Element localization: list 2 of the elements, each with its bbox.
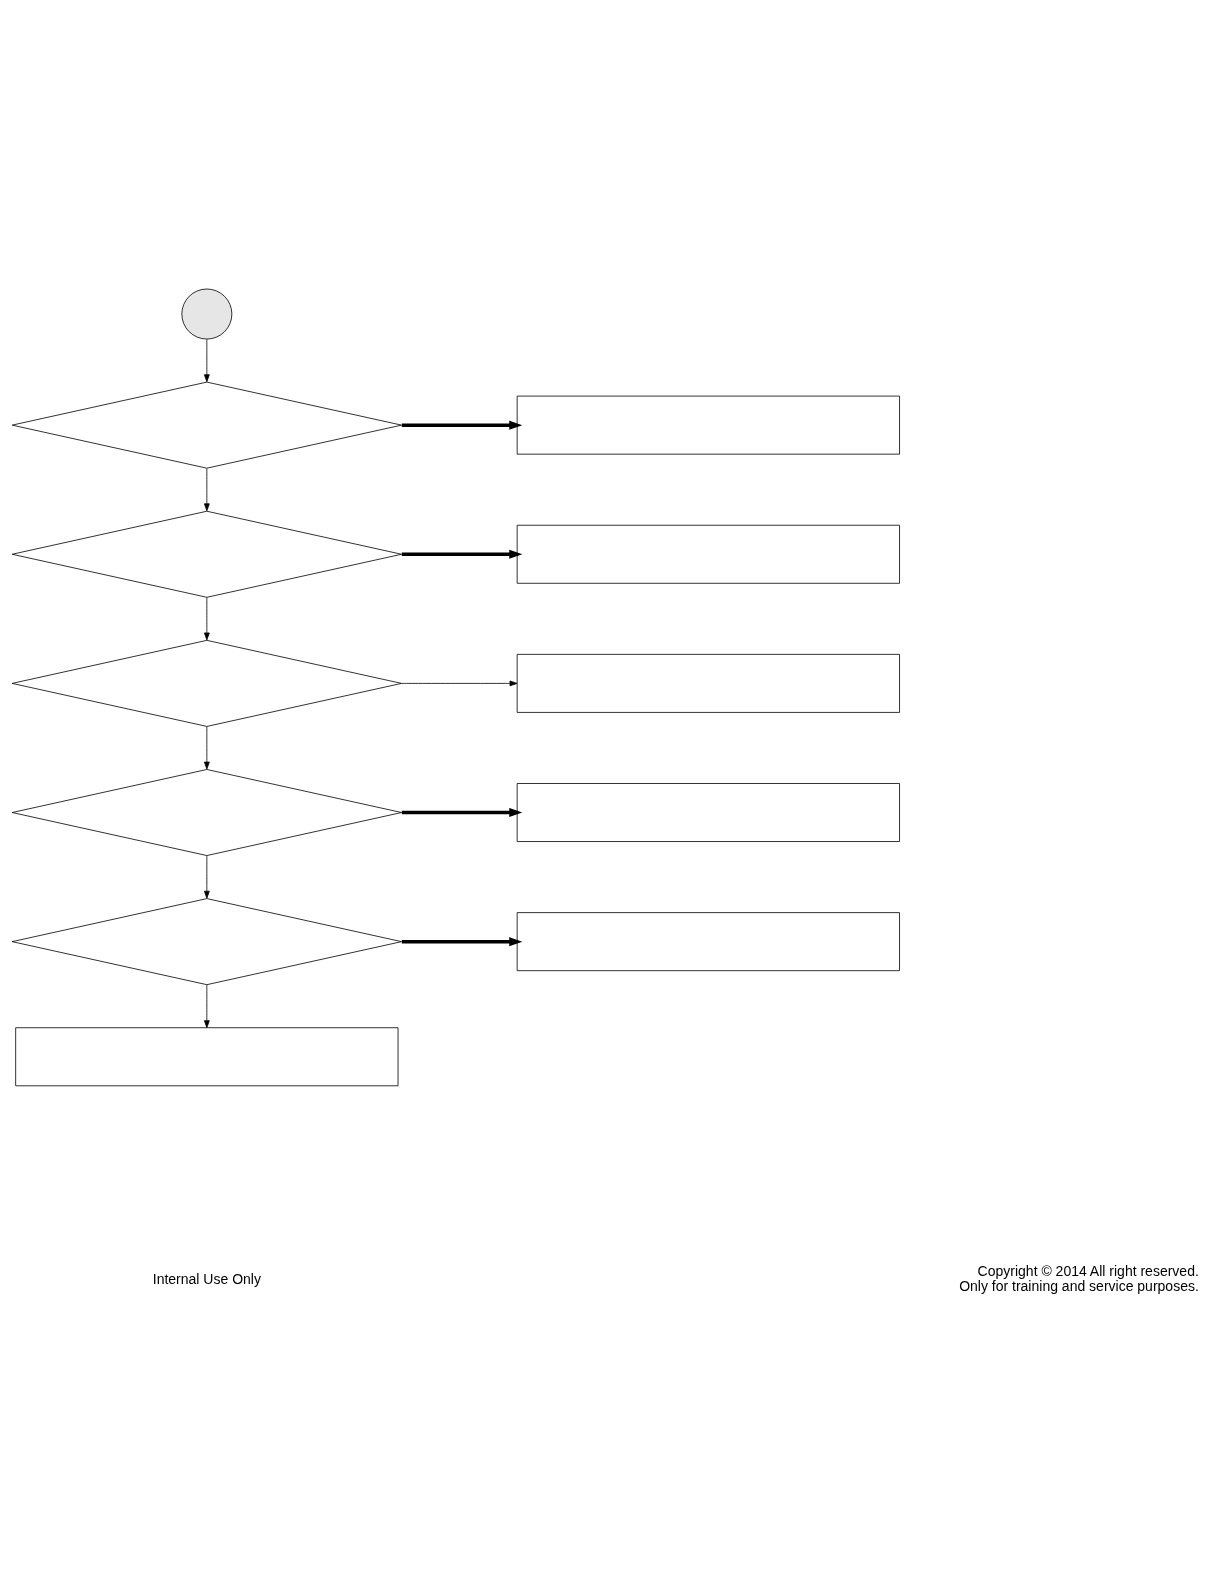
label: Copyright © 2014 All right reserved. — [977, 1262, 1199, 1279]
label: Internal Use Only — [152, 1270, 261, 1287]
